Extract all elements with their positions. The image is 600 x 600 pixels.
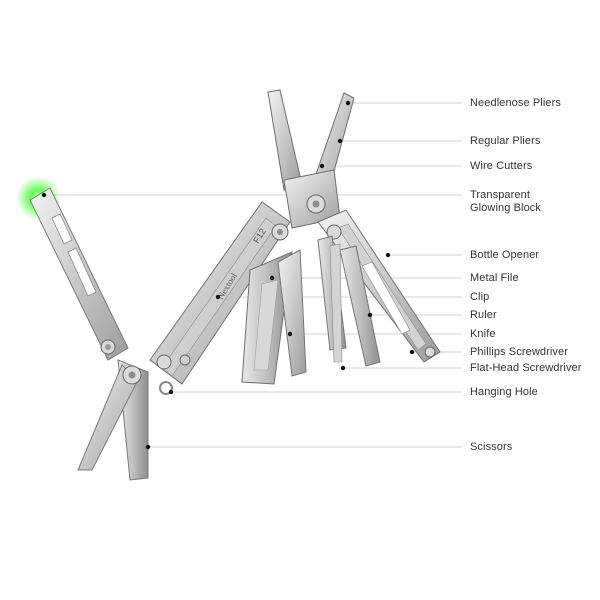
- callout-ruler: Ruler: [470, 309, 497, 321]
- callout-wire-cutters: Wire Cutters: [470, 160, 533, 172]
- callout-scissors: Scissors: [470, 441, 513, 453]
- pliers: [267, 89, 355, 229]
- callout-regular-pliers: Regular Pliers: [470, 135, 541, 147]
- right-tools: [317, 235, 381, 367]
- center-tools: [241, 249, 307, 385]
- callout-dots: [41, 100, 415, 450]
- callout-glowing-block: Transparent Glowing Block: [470, 189, 541, 214]
- callout-flat-head-screwdriver: Flat-Head Screwdriver: [470, 362, 582, 374]
- callout-knife: Knife: [470, 328, 496, 340]
- hanging-ring: [159, 381, 173, 395]
- scissors-arm: [29, 187, 129, 361]
- callout-phillips-screwdriver: Phillips Screwdriver: [470, 346, 568, 358]
- scissors-blades: [77, 359, 149, 481]
- callout-bottle-opener: Bottle Opener: [470, 249, 540, 261]
- callout-clip: Clip: [470, 291, 490, 303]
- callout-needlenose-pliers: Needlenose Pliers: [470, 97, 561, 109]
- callout-hanging-hole: Hanging Hole: [470, 386, 538, 398]
- callout-metal-file: Metal File: [470, 272, 519, 284]
